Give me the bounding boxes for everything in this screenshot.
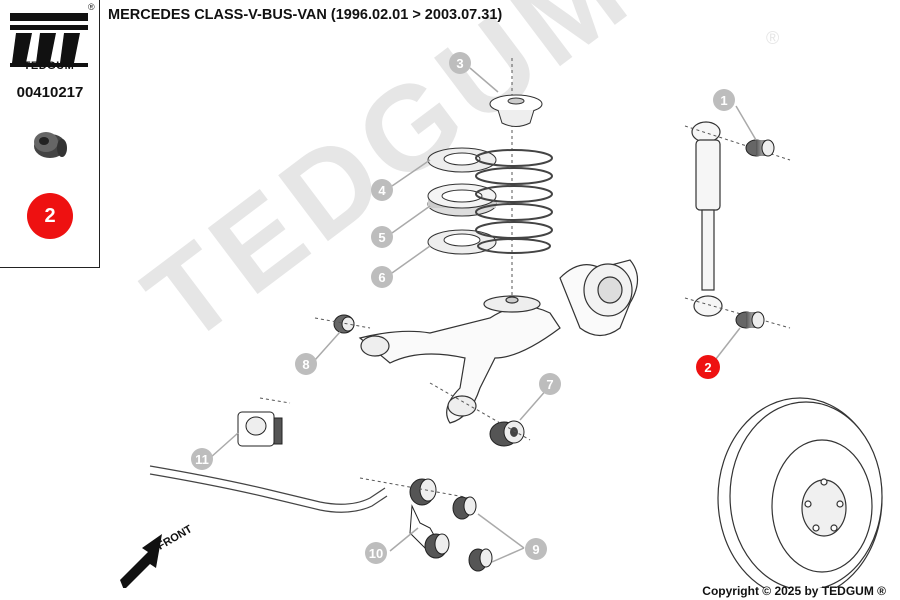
bushing-thumbnail	[34, 132, 67, 158]
callout-3: 3	[449, 52, 471, 74]
callout-2-highlighted: 2	[696, 355, 720, 379]
spring-seat-upper	[427, 147, 497, 173]
bushing-9a	[452, 496, 477, 520]
callout-8: 8	[295, 353, 317, 375]
svg-text:2: 2	[704, 360, 711, 375]
svg-text:9: 9	[532, 542, 539, 557]
callout-leaders	[209, 67, 757, 563]
highlight-badge: 2	[27, 193, 73, 239]
watermark-reg-mark: ®	[766, 28, 780, 48]
callout-11: 11	[191, 448, 213, 470]
bushing-8	[314, 314, 371, 334]
svg-text:1: 1	[720, 93, 727, 108]
svg-text:11: 11	[195, 452, 209, 467]
callout-6: 6	[371, 266, 393, 288]
product-panel: ® TEDGUM 00410217 2	[0, 0, 100, 268]
front-arrow: FRONT	[120, 523, 195, 588]
copyright-notice: Copyright © 2025 by TEDGUM ®	[702, 584, 886, 598]
svg-text:5: 5	[378, 230, 385, 245]
callout-5: 5	[371, 226, 393, 248]
stabilizer-mount	[237, 397, 291, 447]
svg-text:3: 3	[456, 56, 463, 71]
bushing-1	[745, 139, 775, 157]
callout-1: 1	[713, 89, 735, 111]
coil-spring	[475, 149, 553, 254]
svg-text:8: 8	[302, 357, 309, 372]
brand-name: TEDGUM	[23, 60, 75, 72]
svg-text:7: 7	[546, 377, 553, 392]
callout-7: 7	[539, 373, 561, 395]
wheel	[717, 397, 883, 588]
svg-text:6: 6	[378, 270, 385, 285]
spring-bearing	[427, 183, 497, 217]
tedgum-logo	[10, 13, 88, 67]
page-title: MERCEDES CLASS-V-BUS-VAN (1996.02.01 > 2…	[108, 7, 503, 23]
part-number: 00410217	[16, 84, 84, 101]
bushing-7	[429, 382, 531, 447]
steering-knuckle	[559, 259, 639, 337]
stabilizer-link	[359, 477, 471, 559]
shock-absorber	[691, 121, 723, 317]
top-mount	[489, 94, 543, 127]
svg-text:4: 4	[378, 183, 386, 198]
svg-text:10: 10	[369, 546, 383, 561]
callout-9: 9	[525, 538, 547, 560]
bushing-2	[735, 311, 765, 329]
bushing-9b	[468, 548, 493, 572]
anti-roll-bar	[149, 465, 388, 513]
exploded-suspension-diagram: FRONT 3 1 4 5 6 8 7 11 10 9 2	[120, 52, 883, 588]
control-arm	[358, 295, 561, 424]
registered-mark: ®	[88, 2, 95, 12]
callout-4: 4	[371, 179, 393, 201]
callout-10: 10	[365, 542, 387, 564]
front-label: FRONT	[156, 523, 195, 552]
